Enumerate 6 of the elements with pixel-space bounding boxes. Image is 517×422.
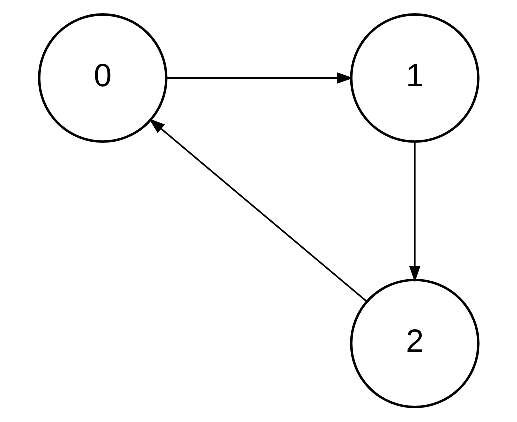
node-circle: 0	[38, 14, 168, 144]
node-circle: 1	[350, 14, 480, 144]
arrow	[166, 72, 354, 84]
node-circle: 2	[350, 278, 480, 408]
arrow	[408, 142, 420, 282]
arrow	[148, 118, 367, 302]
